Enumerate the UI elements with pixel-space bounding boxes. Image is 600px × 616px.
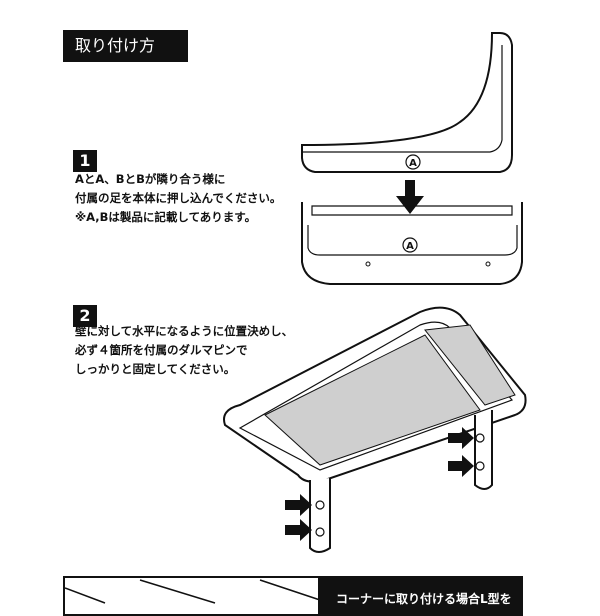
- base-piece-illustration: [301, 202, 523, 285]
- arrow-right-icon: [448, 427, 474, 449]
- step-1-line: 付属の足を本体に押し込んでください。: [75, 191, 282, 205]
- step-1-line: ※A,Bは製品に記載してあります。: [75, 210, 257, 224]
- svg-text:A: A: [409, 158, 417, 169]
- illustrations: A A: [223, 32, 527, 553]
- step-2-line: しっかりと固定してください。: [75, 362, 236, 376]
- arrow-right-icon: [448, 455, 474, 477]
- arrow-right-icon: [285, 519, 312, 541]
- corner-illustration: [65, 579, 321, 604]
- step-2-line: 必ず４箇所を付属のダルマピンで: [75, 343, 248, 357]
- section-title: 取り付け方: [63, 30, 188, 62]
- shelf-illustration: [223, 306, 527, 553]
- label-a-mark-top: A: [405, 154, 421, 170]
- step-1-badge: 1: [73, 150, 97, 172]
- svg-text:A: A: [406, 241, 414, 252]
- bracket-piece-illustration: [301, 32, 513, 173]
- step-1-text: AとA、BとBが隣り合う様に 付属の足を本体に押し込んでください。 ※A,Bは製…: [75, 170, 281, 227]
- step-2-badge: 2: [73, 305, 97, 327]
- label-a-mark-bottom: A: [402, 237, 418, 253]
- down-arrow-icon: [396, 180, 424, 214]
- step-1-line: AとA、BとBが隣り合う様に: [75, 172, 226, 186]
- corner-install-text: コーナーに取り付ける場合L型を: [318, 578, 521, 614]
- step-2-line: 壁に対して水平になるように位置決めし、: [75, 324, 294, 338]
- step-2-text: 壁に対して水平になるように位置決めし、 必ず４箇所を付属のダルマピンで しっかり…: [75, 322, 293, 379]
- corner-install-panel: コーナーに取り付ける場合L型を: [63, 576, 523, 616]
- arrow-right-icon: [285, 494, 312, 516]
